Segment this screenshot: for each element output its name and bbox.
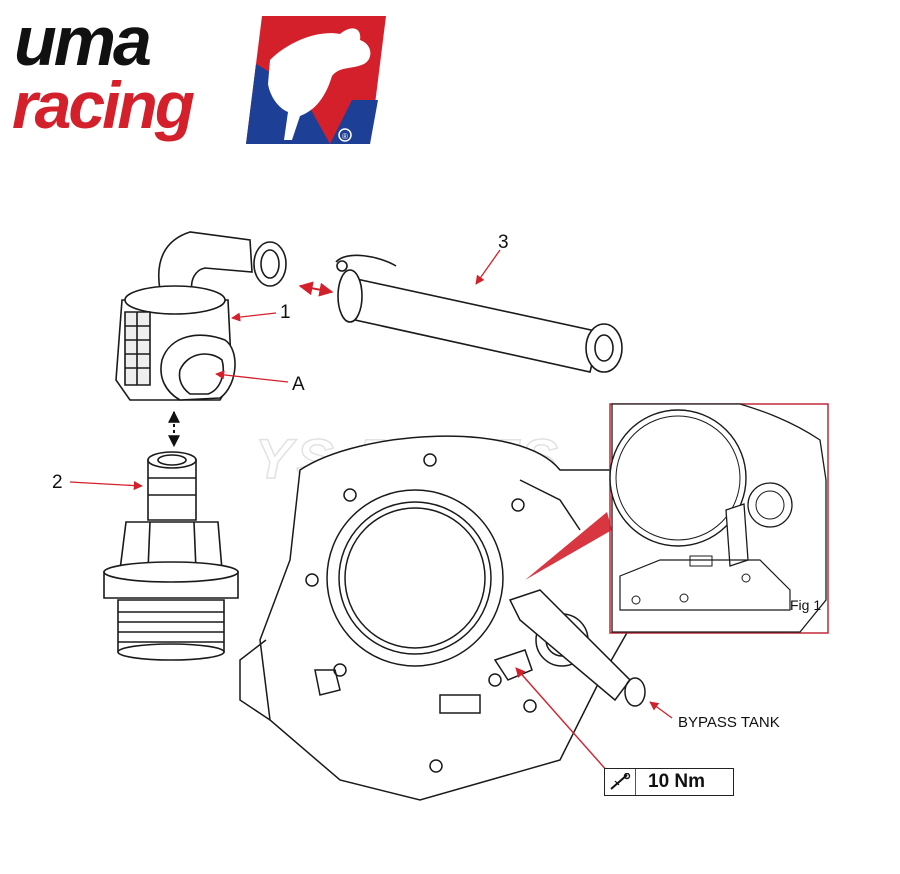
label-part-1: 1 [231,302,291,323]
svg-text:BYPASS TANK: BYPASS TANK [678,714,780,731]
threaded-fitting-part-2 [103,451,239,661]
svg-text:1: 1 [280,302,291,323]
bypass-hose-part-3 [335,254,623,373]
svg-text:A: A [292,374,305,395]
brand-name-uma: uma [14,2,152,80]
connect-arrow-1-3 [298,281,334,297]
label-part-2: 2 [52,472,143,493]
valve-elbow-part-1 [115,231,287,401]
label-part-3: 3 [475,232,509,285]
svg-text:3: 3 [498,232,509,253]
label-bypass-tank: BYPASS TANK [649,701,780,731]
uma-racing-horse-logo: ® [246,16,386,144]
torque-leader [515,667,609,773]
torque-wrench-icon [605,769,636,795]
engine-cover-drawing [239,435,646,801]
registered-mark: ® [342,132,348,141]
svg-text:2: 2 [52,472,63,493]
torque-value: 10 Nm [648,771,706,792]
label-part-a: A [215,370,305,395]
torque-spec-box: 10 Nm [604,768,734,796]
brand-name-racing: racing [12,68,195,142]
fig1-label: Fig 1 [790,597,821,613]
inset-callout-wedge [525,512,612,580]
fig1-inset: Fig 1 [609,403,829,634]
